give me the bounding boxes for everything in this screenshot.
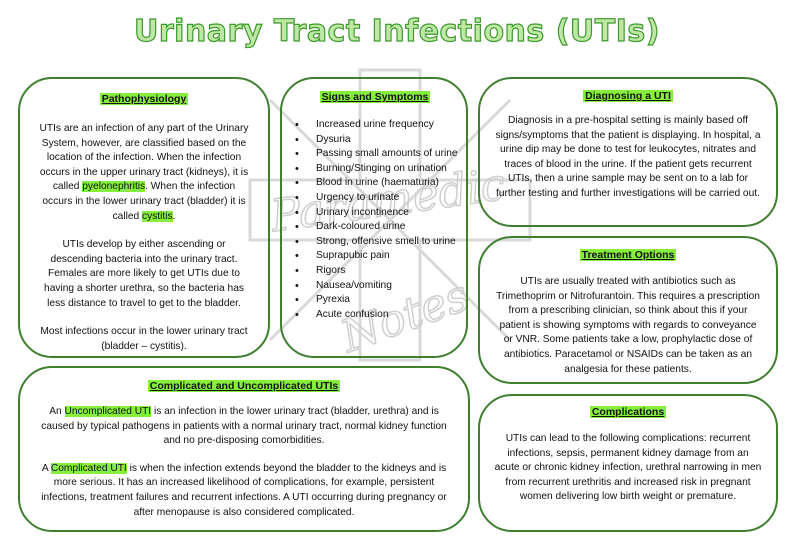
list-item: Increased urine frequency xyxy=(292,118,458,133)
pathophysiology-paragraph-1: UTIs are an infection of any part of the… xyxy=(38,122,250,224)
list-item: Acute confusion xyxy=(292,308,458,323)
pathophysiology-paragraph-3: Most infections occur in the lower urina… xyxy=(40,326,248,352)
diagnosing-heading: Diagnosing a UTI xyxy=(583,90,673,102)
diagnosing-box: Diagnosing a UTI Diagnosis in a pre-hosp… xyxy=(478,77,778,227)
page-title: Urinary Tract Infections (UTIs) xyxy=(133,13,660,49)
complicated-paragraph-2: A Complicated UTI is when the infection … xyxy=(38,462,450,520)
complicated-box: Complicated and Uncomplicated UTIs An Un… xyxy=(18,366,470,532)
highlight-pyelonephritis: pyelonephritis xyxy=(82,181,146,193)
signs-symptoms-list: Increased urine frequency Dysuria Passin… xyxy=(292,118,458,322)
list-item: Rigors xyxy=(292,264,458,279)
highlight-uncomplicated-uti: Uncomplicated UTI xyxy=(64,406,152,417)
text: An xyxy=(49,406,65,417)
list-item: Urinary incontinence xyxy=(292,206,458,221)
complications-text: UTIs can lead to the following complicat… xyxy=(494,433,762,503)
signs-symptoms-heading: Signs and Symptoms xyxy=(319,91,431,103)
diagnosing-text: Diagnosis in a pre-hospital setting is m… xyxy=(495,115,761,199)
complicated-paragraph-1: An Uncomplicated UTI is an infection in … xyxy=(38,405,450,449)
list-item: Nausea/vomiting xyxy=(292,279,458,294)
text: is when the infection extends beyond the… xyxy=(41,462,447,518)
list-item: Blood in urine (haematuria) xyxy=(292,176,458,191)
list-item: Urgency to urinate xyxy=(292,191,458,206)
list-item: Dark-coloured urine xyxy=(292,220,458,235)
list-item: Dysuria xyxy=(292,133,458,148)
list-item: Strong, offensive smell to urine xyxy=(292,235,458,250)
text: UTIs are an infection of any part of the… xyxy=(39,123,249,193)
text: A xyxy=(41,462,51,474)
list-item: Pyrexia xyxy=(292,293,458,308)
complicated-heading: Complicated and Uncomplicated UTIs xyxy=(147,380,341,392)
treatment-heading: Treatment Options xyxy=(579,249,677,261)
highlight-cystitis: cystitis xyxy=(142,210,173,222)
highlight-complicated-uti: Complicated UTI xyxy=(50,462,127,474)
treatment-box: Treatment Options UTIs are usually treat… xyxy=(478,236,778,384)
signs-symptoms-box: Signs and Symptoms Increased urine frequ… xyxy=(280,77,468,358)
list-item: Passing small amounts of urine xyxy=(292,147,458,162)
pathophysiology-heading: Pathophysiology xyxy=(99,93,189,105)
complications-heading: Complications xyxy=(589,406,667,418)
complications-box: Complications UTIs can lead to the follo… xyxy=(478,394,778,532)
list-item: Burning/Stinging on urination xyxy=(292,162,458,177)
list-item: Suprapubic pain xyxy=(292,249,458,264)
text: . When the infection occurs in the lower… xyxy=(42,181,246,222)
treatment-text: UTIs are usually treated with antibiotic… xyxy=(496,276,760,375)
pathophysiology-box: Pathophysiology UTIs are an infection of… xyxy=(18,77,270,358)
text: is an infection in the lower urinary tra… xyxy=(41,406,447,447)
text: . xyxy=(172,210,176,222)
pathophysiology-paragraph-2: UTIs develop by either ascending or desc… xyxy=(44,239,244,309)
